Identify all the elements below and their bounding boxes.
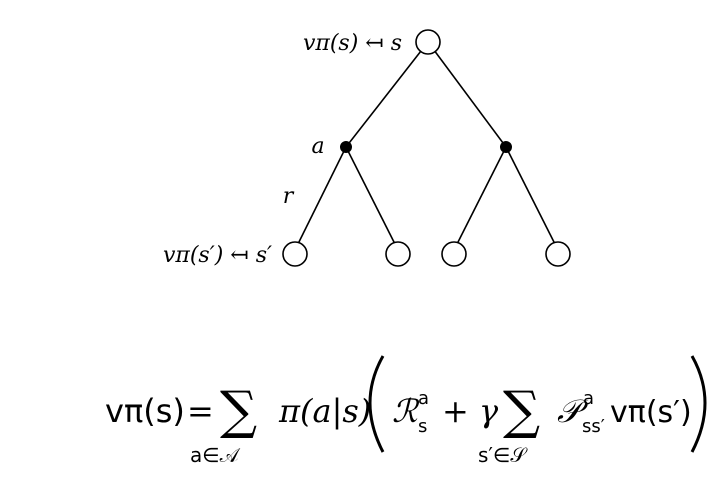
right-action-node <box>500 141 512 153</box>
action-label: a <box>311 134 324 159</box>
leaf-state-node-2 <box>385 241 411 267</box>
bellman-equation: vπ(s) = ∑ a∈𝒜 π(a|s) ℛ a s + γ ∑ s′∈𝒮 𝒫 … <box>105 355 707 467</box>
edge-root-to-right-action <box>427 41 507 148</box>
right-paren <box>690 355 707 453</box>
transition-subscript: ss′ <box>582 416 605 437</box>
edge-left-action-to-leaf2 <box>345 146 399 251</box>
leaf-state-node-4 <box>545 241 571 267</box>
sum-states-index: s′∈𝒮 <box>478 443 528 467</box>
transition-superscript: a <box>583 388 594 409</box>
tree-edges <box>294 41 559 251</box>
reward-symbol: ℛ <box>392 392 420 430</box>
edge-right-action-to-leaf3 <box>453 146 507 251</box>
policy-term: π(a|s) <box>278 392 371 430</box>
root-state-node <box>415 29 441 55</box>
reward-superscript: a <box>418 388 429 409</box>
left-action-node <box>340 141 352 153</box>
sum-actions-index: a∈𝒜 <box>190 443 241 467</box>
left-paren <box>368 355 385 453</box>
equation-equals: = <box>187 392 214 430</box>
leaf-value-label: vπ(s′) ↤ s′ <box>163 243 272 268</box>
discount-term: + γ <box>442 392 499 430</box>
reward-subscript: s <box>418 416 427 437</box>
edge-left-action-to-leaf1 <box>294 146 347 251</box>
sum-sign-states: ∑ <box>503 381 540 441</box>
edge-right-action-to-leaf4 <box>505 146 559 251</box>
leaf-state-node-3 <box>441 241 467 267</box>
root-value-label: vπ(s) ↤ s <box>303 31 402 56</box>
leaf-state-node-1 <box>282 241 308 267</box>
reward-label: r <box>283 184 295 209</box>
next-state-value: vπ(s′) <box>610 395 692 430</box>
sum-sign-actions: ∑ <box>220 381 257 441</box>
equation-lhs: vπ(s) <box>105 392 185 430</box>
edge-root-to-left-action <box>345 41 429 148</box>
